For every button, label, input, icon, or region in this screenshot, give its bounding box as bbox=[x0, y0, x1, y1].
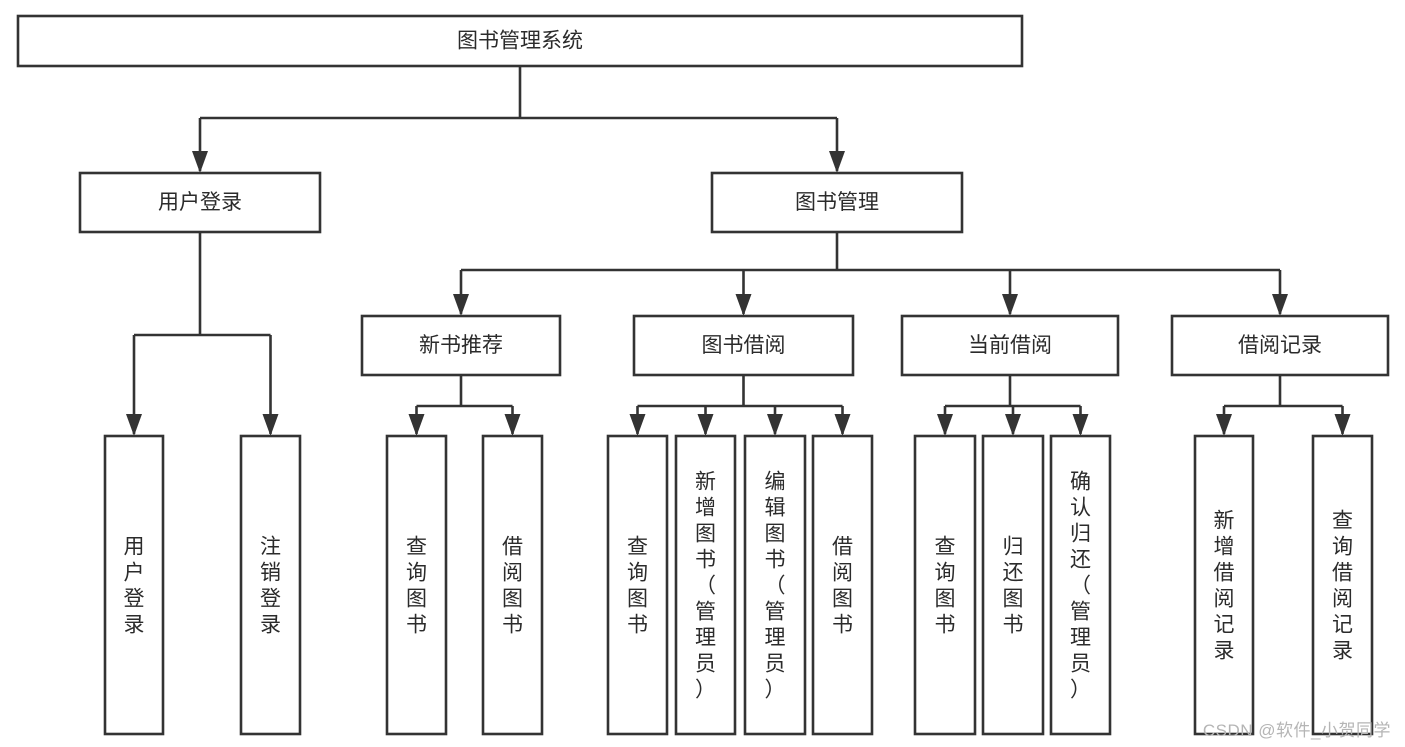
node-l2-new-book-rec[interactable]: 新书推荐 bbox=[360, 314, 562, 377]
arrow-head-icon-leaf_borrow_book bbox=[834, 414, 851, 436]
node-leaf-rec-borrow-book[interactable]: 借阅图书 bbox=[481, 434, 544, 736]
node-l2-book-borrow[interactable]: 图书借阅 bbox=[632, 314, 855, 377]
node-label: 当前借阅 bbox=[968, 334, 1052, 357]
arrow-head-icon-leaf_add_borrow_record bbox=[1216, 414, 1232, 436]
node-leaf-borrow-query-book[interactable]: 查询图书 bbox=[606, 434, 669, 736]
arrow-head-icon-leaf_query_borrow_record bbox=[1334, 414, 1351, 436]
node-label: 编辑图书（管理员） bbox=[765, 470, 786, 701]
node-box-root bbox=[16, 14, 1024, 68]
node-leaf-logout[interactable]: 注销登录 bbox=[239, 434, 302, 736]
node-box-l1-book-manage bbox=[710, 171, 964, 234]
node-leaf-rec-query-book[interactable]: 查询图书 bbox=[385, 434, 448, 736]
arrow-head-icon-l2_book_borrow bbox=[735, 294, 752, 316]
node-leaf-query-borrow-record[interactable]: 查询借阅记录 bbox=[1311, 434, 1374, 736]
node-l1-user-login[interactable]: 用户登录 bbox=[78, 171, 322, 234]
node-label: 归还图书 bbox=[1003, 535, 1024, 636]
node-box-leaf-return-book bbox=[981, 434, 1045, 736]
node-label: 查询图书 bbox=[935, 535, 956, 636]
arrow-head-icon-leaf_logout bbox=[262, 414, 279, 436]
node-box-leaf-rec-query-book bbox=[385, 434, 448, 736]
node-label: 注销登录 bbox=[260, 535, 281, 636]
node-box-l2-borrow-record bbox=[1170, 314, 1390, 377]
node-box-leaf-edit-book-admin bbox=[743, 434, 807, 736]
node-box-l2-new-book-rec bbox=[360, 314, 562, 377]
node-label: 新增图书（管理员） bbox=[695, 470, 716, 701]
node-leaf-add-borrow-record[interactable]: 新增借阅记录 bbox=[1193, 434, 1255, 736]
node-label: 查询图书 bbox=[627, 535, 648, 636]
arrow-head-icon-leaf_edit_book_admin bbox=[767, 414, 783, 436]
arrow-head-icon-leaf_user_login bbox=[126, 414, 142, 436]
node-l1-book-manage[interactable]: 图书管理 bbox=[710, 171, 964, 234]
node-box-leaf-confirm-return-admin bbox=[1049, 434, 1112, 736]
node-label: 确认归还（管理员） bbox=[1070, 470, 1091, 701]
node-box-leaf-add-borrow-record bbox=[1193, 434, 1255, 736]
node-box-leaf-cur-query-book bbox=[913, 434, 977, 736]
node-box-leaf-add-book-admin bbox=[674, 434, 737, 736]
node-box-leaf-rec-borrow-book bbox=[481, 434, 544, 736]
node-label: 借阅记录 bbox=[1238, 334, 1322, 357]
node-box-l2-book-borrow bbox=[632, 314, 855, 377]
arrow-head-icon-leaf_rec_query_book bbox=[408, 414, 425, 436]
node-box-l2-current-borrow bbox=[900, 314, 1120, 377]
node-label: 借阅图书 bbox=[832, 535, 853, 636]
arrow-head-icon-leaf_add_book_admin bbox=[697, 414, 714, 436]
node-leaf-borrow-book[interactable]: 借阅图书 bbox=[811, 434, 874, 736]
arrow-head-icon-l1_user_login bbox=[192, 151, 208, 173]
node-label: 图书借阅 bbox=[702, 334, 786, 357]
node-label: 新增借阅记录 bbox=[1214, 509, 1235, 662]
node-label: 用户登录 bbox=[158, 191, 242, 214]
arrow-head-icon-leaf_confirm_return_admin bbox=[1072, 414, 1089, 436]
node-box-leaf-borrow-book bbox=[811, 434, 874, 736]
node-leaf-add-book-admin[interactable]: 新增图书（管理员） bbox=[674, 434, 737, 736]
arrow-head-icon-leaf_rec_borrow_book bbox=[504, 414, 521, 436]
arrow-head-icon-l1_book_manage bbox=[829, 151, 845, 173]
node-box-l1-user-login bbox=[78, 171, 322, 234]
node-label: 查询图书 bbox=[406, 535, 427, 636]
arrow-head-icon-leaf_borrow_query_book bbox=[629, 414, 646, 436]
node-box-leaf-borrow-query-book bbox=[606, 434, 669, 736]
arrow-head-icon-leaf_cur_query_book bbox=[937, 414, 953, 436]
node-l2-borrow-record[interactable]: 借阅记录 bbox=[1170, 314, 1390, 377]
node-layer: 图书管理系统用户登录图书管理新书推荐图书借阅当前借阅借阅记录用户登录注销登录查询… bbox=[16, 14, 1390, 736]
connector-layer bbox=[126, 66, 1351, 436]
node-label: 新书推荐 bbox=[419, 334, 503, 357]
node-box-leaf-logout bbox=[239, 434, 302, 736]
node-label: 图书管理系统 bbox=[457, 30, 583, 53]
node-box-leaf-query-borrow-record bbox=[1311, 434, 1374, 736]
node-label: 查询借阅记录 bbox=[1332, 509, 1353, 662]
node-leaf-user-login[interactable]: 用户登录 bbox=[103, 434, 165, 736]
node-root[interactable]: 图书管理系统 bbox=[16, 14, 1024, 68]
node-leaf-cur-query-book[interactable]: 查询图书 bbox=[913, 434, 977, 736]
node-label: 借阅图书 bbox=[502, 535, 523, 636]
node-leaf-confirm-return-admin[interactable]: 确认归还（管理员） bbox=[1049, 434, 1112, 736]
node-l2-current-borrow[interactable]: 当前借阅 bbox=[900, 314, 1120, 377]
watermark-text: CSDN @软件_小贺同学 bbox=[1202, 721, 1391, 740]
arrow-head-icon-l2_new_book_rec bbox=[453, 294, 469, 316]
node-leaf-edit-book-admin[interactable]: 编辑图书（管理员） bbox=[743, 434, 807, 736]
node-box-leaf-user-login bbox=[103, 434, 165, 736]
arrow-head-icon-l2_current_borrow bbox=[1002, 294, 1018, 316]
arrow-head-icon-leaf_return_book bbox=[1005, 414, 1021, 436]
arrow-head-icon-l2_borrow_record bbox=[1272, 294, 1288, 316]
node-label: 图书管理 bbox=[795, 191, 879, 214]
node-label: 用户登录 bbox=[124, 535, 145, 636]
node-leaf-return-book[interactable]: 归还图书 bbox=[981, 434, 1045, 736]
